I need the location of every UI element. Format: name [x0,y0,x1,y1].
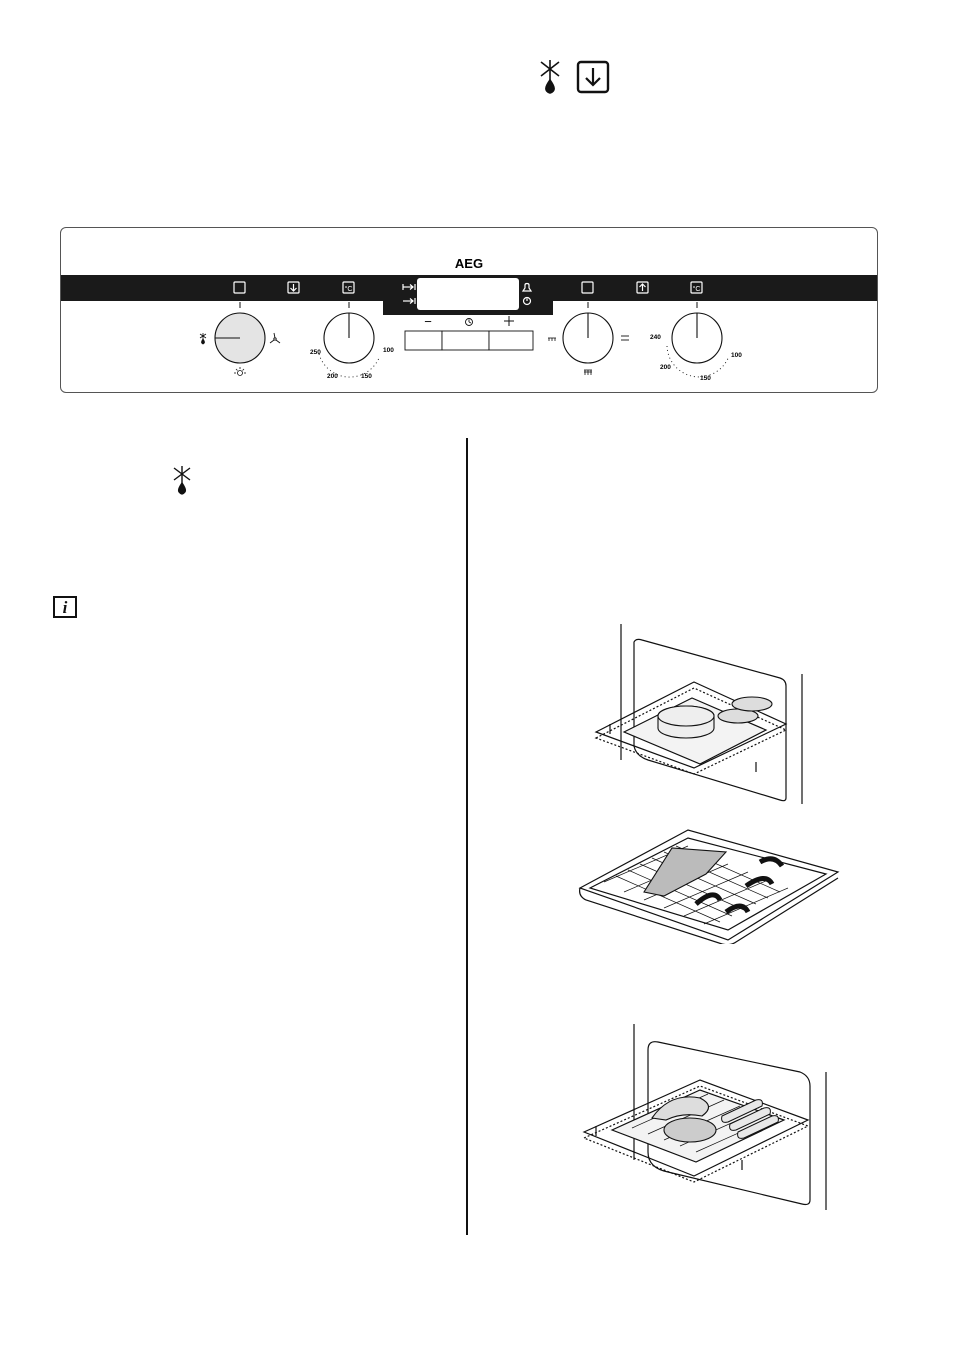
temp-dial-1-label-250: 250 [310,349,321,356]
brand-logo: AEG [455,256,483,271]
info-icon: i [53,596,77,618]
temp-dial-1-label-200: 200 [327,373,338,380]
svg-text:°C: °C [693,285,701,293]
grill-small-icon [548,338,556,341]
grill-tray-illustration [576,826,842,944]
plus-label [504,316,514,326]
temp-dial-2-label-200: 200 [660,364,671,371]
arrow-down-box-icon [578,62,608,92]
temp-dial-1-label-150: 150 [361,373,372,380]
burger-patty [664,1118,716,1142]
defrost-icon [200,333,206,344]
temp-dial-2-label-100: 100 [731,352,742,359]
defrost-icon [541,60,559,93]
temperature-dial-1[interactable] [324,313,374,363]
temp-dial-2-label-240: 240 [650,334,661,341]
light-icon [234,367,246,376]
oven-tray-illustration [590,620,812,808]
temp-dial-1-label-100: 100 [383,347,394,354]
fish-fillet [644,848,726,896]
double-line-icon [621,336,629,340]
oven-grill-illustration [582,1020,832,1212]
grill-large-icon [584,370,592,375]
display-window [417,278,519,310]
temperature-dial-2[interactable] [672,313,722,363]
svg-text:°C: °C [345,285,353,293]
clock-icon [466,319,473,326]
clock-button[interactable] [442,331,489,350]
header-icons [538,58,614,98]
defrost-icon [172,466,194,496]
column-divider [466,438,468,1235]
function-dial[interactable] [215,313,265,363]
plus-button[interactable] [489,331,533,350]
temp-dial-2-label-150: 150 [700,375,711,382]
minus-button[interactable] [405,331,442,350]
bread-rolls [718,697,772,723]
fan-icon [270,333,280,343]
cake [658,706,714,738]
info-letter: i [63,598,68,617]
grill-dial[interactable] [563,313,613,363]
minus-label: − [424,314,432,329]
control-panel: AEG °C °C [60,227,878,393]
